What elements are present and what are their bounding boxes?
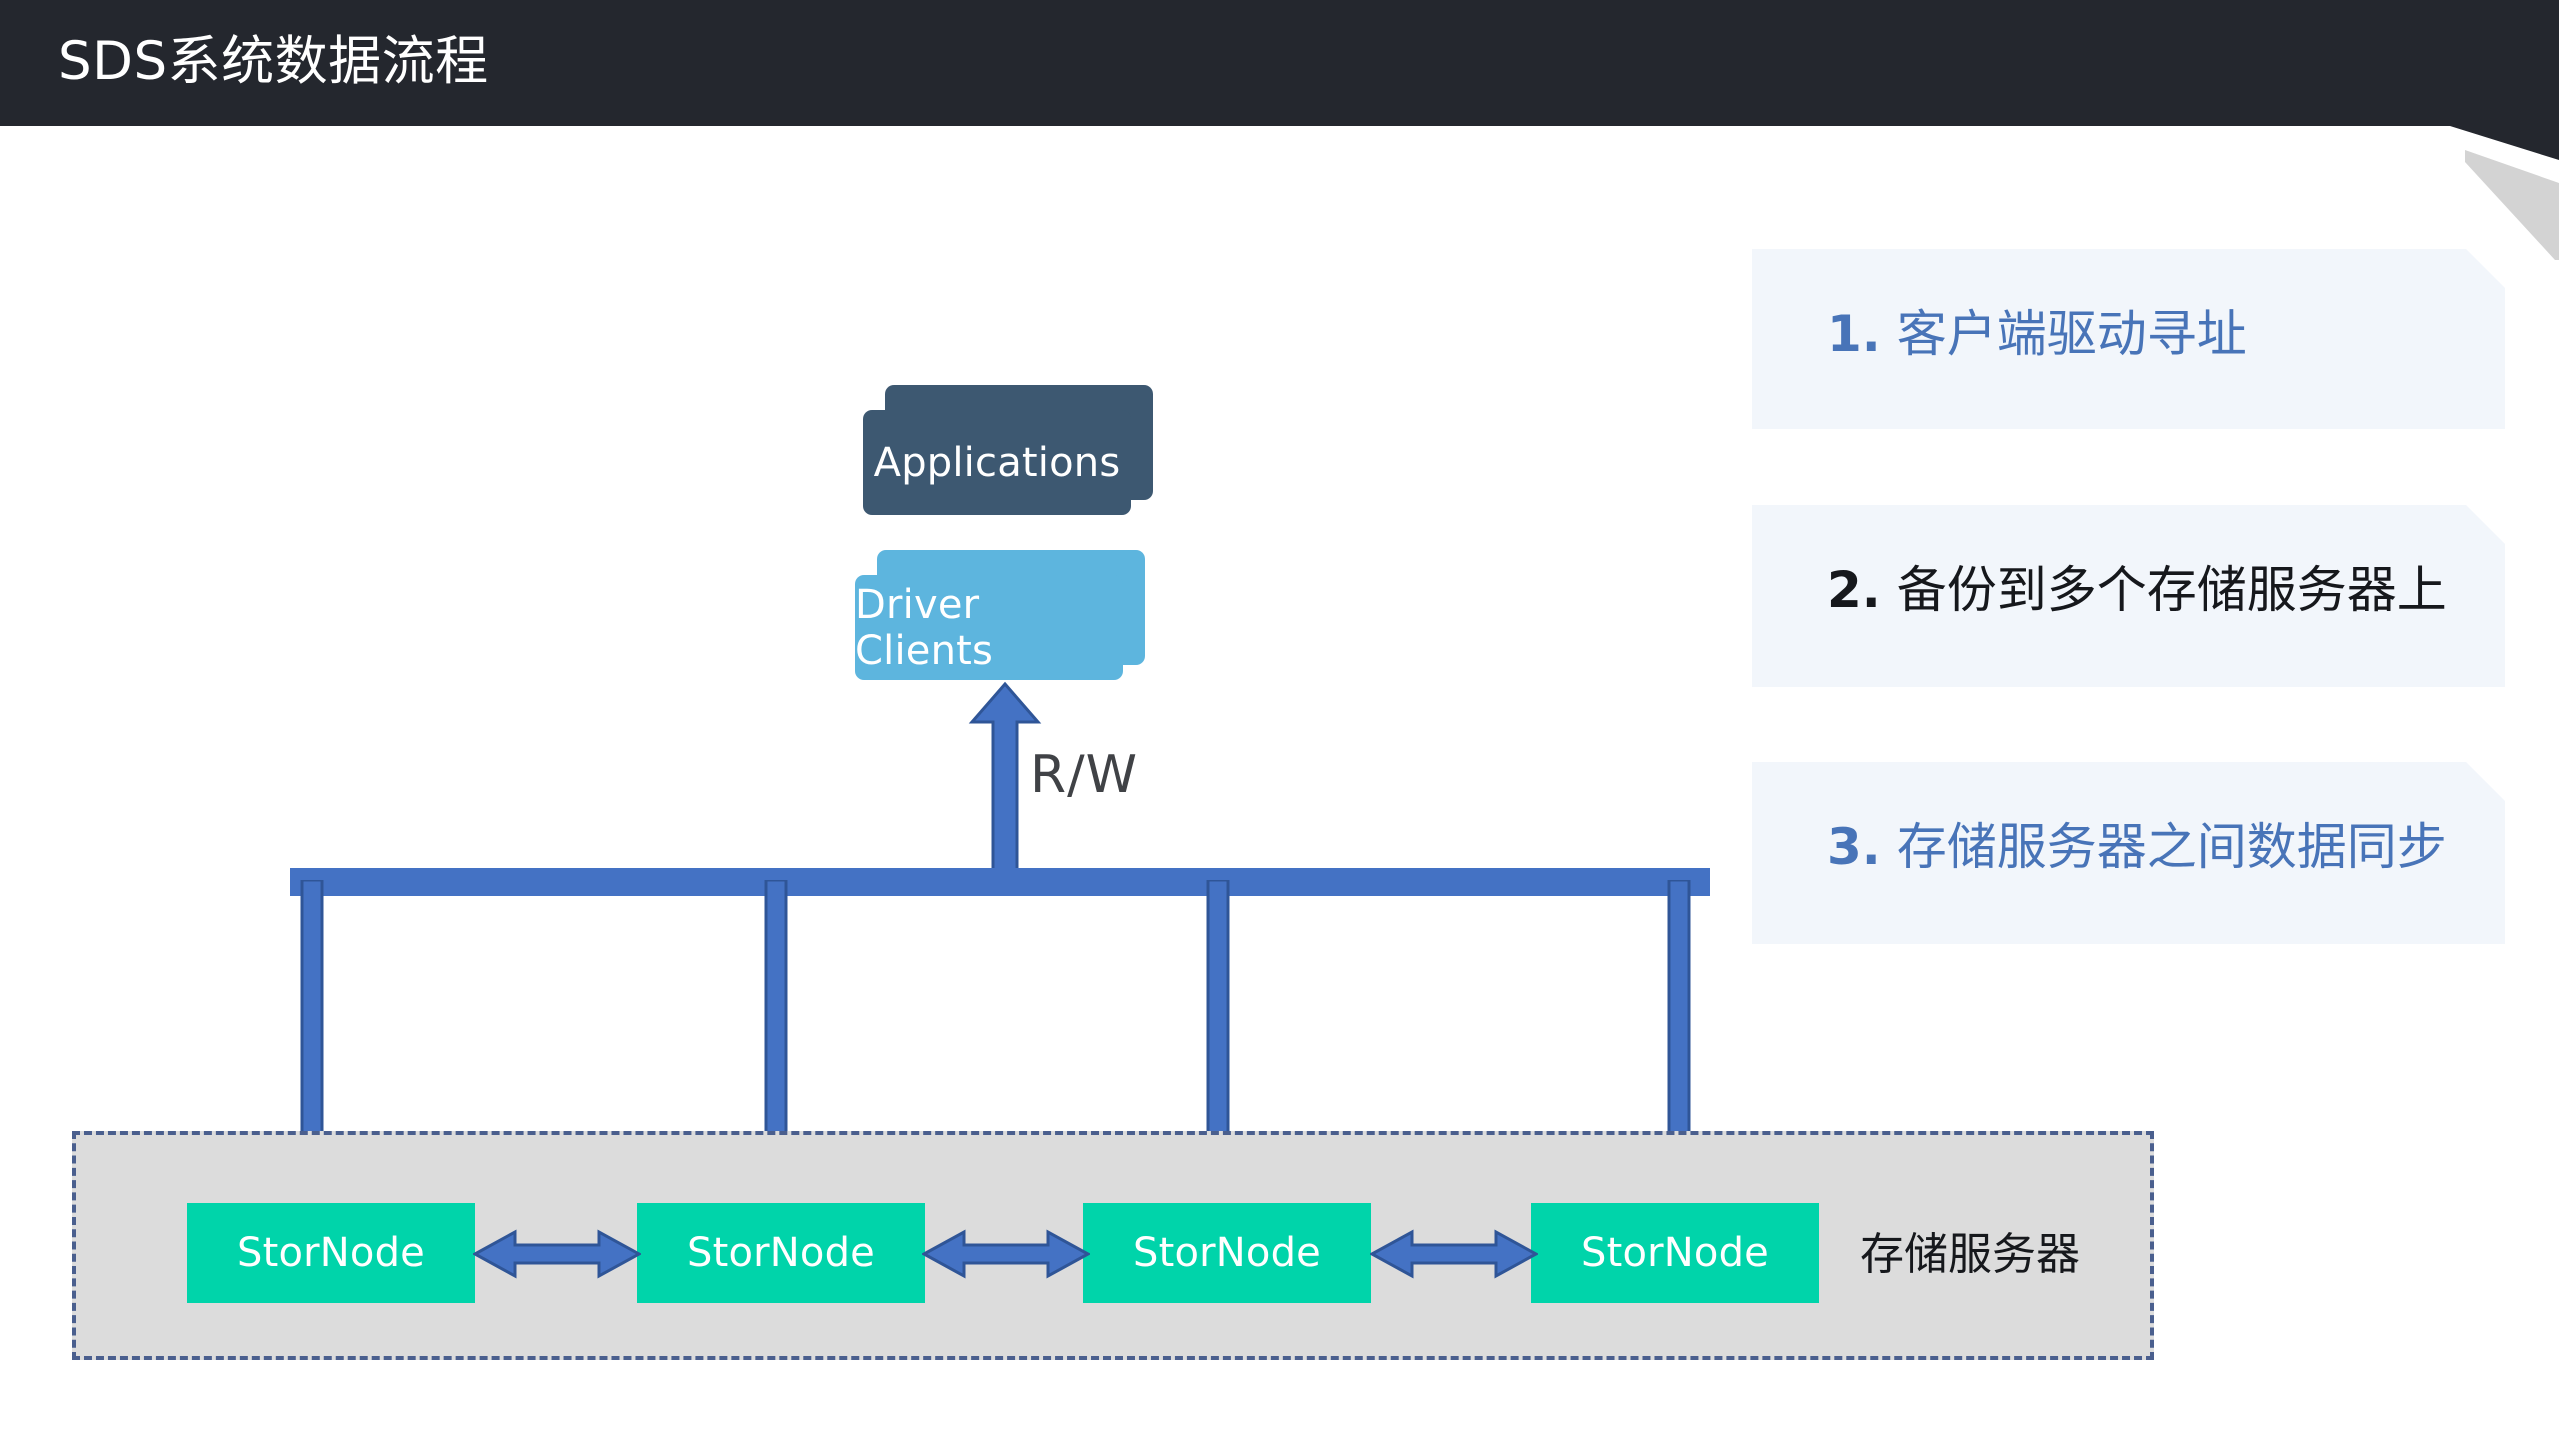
callout-panel-2[interactable]: 2. 备份到多个存储服务器上 <box>1752 505 2505 687</box>
callout-1-number: 1. <box>1827 305 1881 363</box>
applications-node[interactable]: Applications <box>863 385 1163 525</box>
sync-arrow-1-icon <box>473 1229 641 1279</box>
header-corner-wedge <box>2380 0 2559 160</box>
callout-2-number: 2. <box>1827 561 1881 619</box>
stornode-3[interactable]: StorNode <box>1083 1203 1371 1303</box>
callout-3-label: 存储服务器之间数据同步 <box>1896 818 2447 876</box>
header-bar <box>0 0 2559 126</box>
stornode-2-label: StorNode <box>687 1230 875 1276</box>
stornode-4-label: StorNode <box>1581 1230 1769 1276</box>
header-corner-shadow <box>2465 150 2559 260</box>
driver-clients-label: Driver Clients <box>855 575 1123 680</box>
page-title: SDS系统数据流程 <box>58 31 489 92</box>
callout-panel-3[interactable]: 3. 存储服务器之间数据同步 <box>1752 762 2505 944</box>
applications-label: Applications <box>863 410 1131 515</box>
callout-2-text: 2. 备份到多个存储服务器上 <box>1827 550 2447 622</box>
stornode-1-label: StorNode <box>237 1230 425 1276</box>
callout-3-text: 3. 存储服务器之间数据同步 <box>1827 807 2447 879</box>
callout-panel-1[interactable]: 1. 客户端驱动寻址 <box>1752 249 2505 429</box>
sync-arrow-2-icon <box>922 1229 1090 1279</box>
callout-1-text: 1. 客户端驱动寻址 <box>1827 294 2247 366</box>
sync-arrow-3-icon <box>1370 1229 1538 1279</box>
storage-server-group-label: 存储服务器 <box>1860 1229 2080 1280</box>
stornode-4[interactable]: StorNode <box>1531 1203 1819 1303</box>
callout-2-label: 备份到多个存储服务器上 <box>1896 561 2447 619</box>
driver-clients-node[interactable]: Driver Clients <box>855 550 1155 690</box>
stornode-3-label: StorNode <box>1133 1230 1321 1276</box>
stornode-1[interactable]: StorNode <box>187 1203 475 1303</box>
rw-arrow-up-icon <box>968 681 1042 895</box>
stornode-2[interactable]: StorNode <box>637 1203 925 1303</box>
rw-label: R/W <box>1030 745 1139 805</box>
callout-3-number: 3. <box>1827 818 1881 876</box>
callout-1-label: 客户端驱动寻址 <box>1896 305 2247 363</box>
distribution-bus <box>290 868 1710 896</box>
